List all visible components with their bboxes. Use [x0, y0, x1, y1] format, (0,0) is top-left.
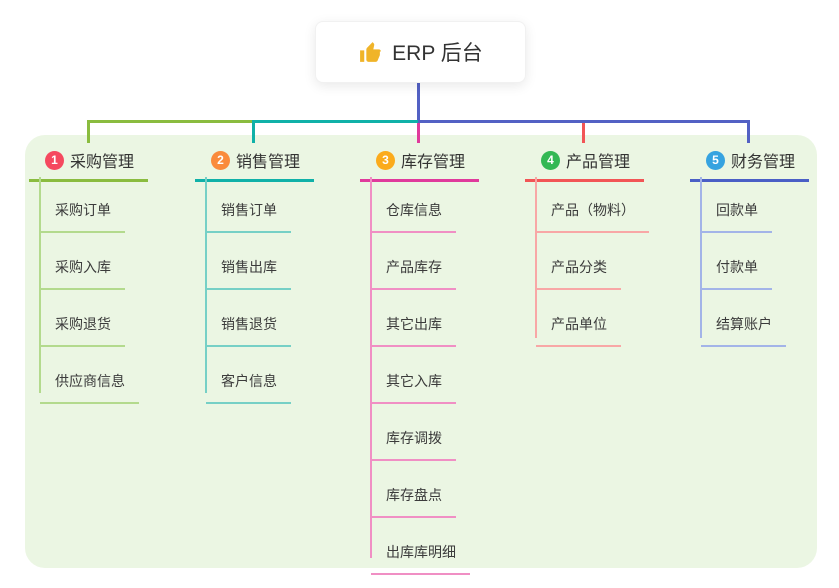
- branch-header[interactable]: 3 库存管理: [360, 148, 479, 182]
- branch-items: 销售订单销售出库销售退货客户信息: [195, 200, 355, 404]
- branch-item[interactable]: 其它入库: [371, 371, 456, 404]
- branch-item[interactable]: 仓库信息: [371, 200, 456, 233]
- branch-1: 1 采购管理 采购订单采购入库采购退货供应商信息: [29, 148, 189, 404]
- branch-items: 采购订单采购入库采购退货供应商信息: [29, 200, 189, 404]
- branch-connector-line: [535, 177, 537, 338]
- bus-segment-green: [87, 120, 254, 123]
- branch-item[interactable]: 销售退货: [206, 314, 291, 347]
- branch-item[interactable]: 产品分类: [536, 257, 621, 290]
- branch-badge: 5: [706, 150, 725, 170]
- branch-connector-line: [39, 177, 41, 393]
- bus-segment-indigo: [418, 120, 750, 123]
- branch-header[interactable]: 4 产品管理: [525, 148, 644, 182]
- thumbs-up-icon: [360, 41, 382, 62]
- branch-badge: 1: [45, 150, 64, 170]
- branch-item[interactable]: 采购订单: [40, 200, 125, 233]
- trunk-line: [417, 81, 420, 120]
- branch-5: 5 财务管理 回款单付款单结算账户: [690, 148, 839, 347]
- branch-item[interactable]: 销售出库: [206, 257, 291, 290]
- branch-connector-line: [370, 177, 372, 558]
- branch-item[interactable]: 回款单: [701, 200, 772, 233]
- root-node[interactable]: ERP 后台: [315, 21, 526, 83]
- branch-item[interactable]: 产品单位: [536, 314, 621, 347]
- drop-line-inventory: [417, 123, 420, 143]
- branch-label: 财务管理: [731, 154, 796, 171]
- branch-4: 4 产品管理 产品（物料） 产品分类产品单位: [525, 148, 685, 347]
- branch-item[interactable]: 采购退货: [40, 314, 125, 347]
- branch-badge: 2: [211, 150, 230, 170]
- branch-badge: 3: [376, 150, 395, 170]
- bus-segment-teal: [254, 120, 418, 123]
- branch-item[interactable]: 采购入库: [40, 257, 125, 290]
- branch-item[interactable]: 销售订单: [206, 200, 291, 233]
- branch-item[interactable]: 产品库存: [371, 257, 456, 290]
- branch-item[interactable]: 付款单: [701, 257, 772, 290]
- branch-2: 2 销售管理 销售订单销售出库销售退货客户信息: [195, 148, 355, 404]
- branch-items: 回款单付款单结算账户: [690, 200, 839, 347]
- drop-line-finance: [747, 120, 750, 143]
- branch-items: 产品（物料） 产品分类产品单位: [525, 200, 685, 347]
- branch-item[interactable]: 客户信息: [206, 371, 291, 404]
- branch-header[interactable]: 1 采购管理: [29, 148, 148, 182]
- drop-line-product: [582, 123, 585, 143]
- branch-item[interactable]: 出库库明细: [371, 542, 470, 575]
- branch-item[interactable]: 供应商信息: [40, 371, 139, 404]
- branch-header[interactable]: 5 财务管理: [690, 148, 809, 182]
- drop-line-sales: [252, 120, 255, 143]
- canvas-panel: [25, 135, 817, 568]
- branch-label: 采购管理: [70, 154, 135, 171]
- branch-item[interactable]: 其它出库: [371, 314, 456, 347]
- branch-item[interactable]: 结算账户: [701, 314, 786, 347]
- branch-label: 产品管理: [566, 154, 631, 171]
- branch-items: 仓库信息产品库存其它出库其它入库库存调拨库存盘点出库库明细: [360, 200, 520, 575]
- branch-label: 库存管理: [401, 154, 466, 171]
- branch-connector-line: [205, 177, 207, 393]
- branch-item[interactable]: 产品（物料）: [536, 200, 649, 233]
- branch-3: 3 库存管理 仓库信息产品库存其它出库其它入库库存调拨库存盘点出库库明细: [360, 148, 520, 575]
- branch-connector-line: [700, 177, 702, 338]
- branch-badge: 4: [541, 150, 560, 170]
- branch-item[interactable]: 库存盘点: [371, 485, 456, 518]
- root-title: ERP 后台: [392, 42, 483, 65]
- branch-label: 销售管理: [236, 154, 301, 171]
- drop-line-purchase: [87, 120, 90, 143]
- branch-header[interactable]: 2 销售管理: [195, 148, 314, 182]
- branch-item[interactable]: 库存调拨: [371, 428, 456, 461]
